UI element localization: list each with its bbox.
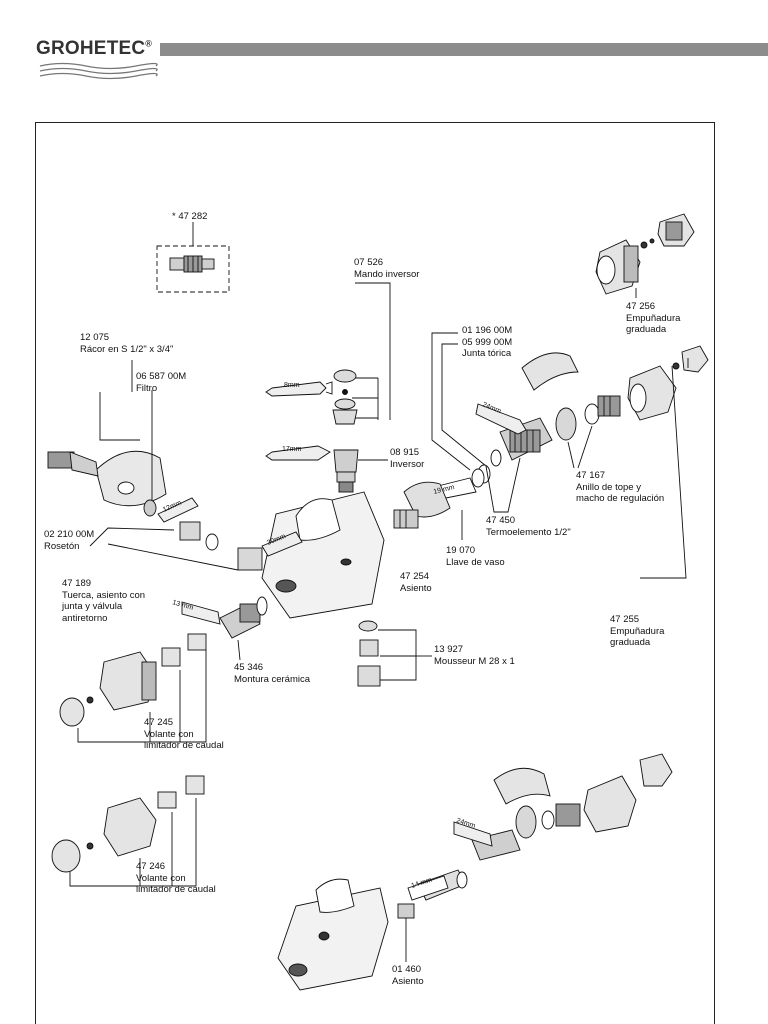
aerator-13927-part	[357, 620, 381, 687]
lower-thermo-group-part	[397, 753, 673, 919]
mixer-body-part	[261, 491, 385, 619]
wrench-30mm-icon	[261, 531, 303, 557]
wrench-12mm-icon	[157, 497, 199, 523]
wrench-label-8mm: 8mm	[284, 382, 300, 389]
wrench-24mm-lower-icon	[453, 821, 493, 847]
handle-47255-part	[627, 345, 709, 421]
wrench-label-17mm: 17mm	[282, 446, 302, 453]
s-union-12075-part	[47, 451, 99, 477]
cap-upper-dome-part	[521, 352, 579, 391]
escutcheon-part	[95, 450, 167, 507]
handle-47245-part	[59, 633, 207, 727]
diverter-knob-part	[332, 369, 358, 425]
logo-wave-icon	[39, 62, 158, 80]
tube-key-19070-part	[393, 481, 451, 529]
header-bar	[160, 43, 768, 56]
wrench-13mm-icon	[181, 601, 221, 625]
diverter-08915-part	[333, 449, 359, 493]
mixer-body-lower-part	[277, 878, 389, 991]
wrench-24mm-upper-icon	[475, 403, 527, 435]
wrench-17mm-icon	[265, 445, 331, 461]
wrench-14mm-icon	[407, 875, 449, 901]
handle-47256-part	[595, 213, 695, 295]
diagram-frame	[35, 122, 715, 1024]
logo-registered-mark: ®	[145, 38, 153, 49]
stop-ring-47167-part	[555, 395, 621, 441]
nut-47189-part	[179, 521, 263, 571]
logo-prefix: GROHE	[36, 38, 107, 59]
handle-47246-part	[51, 775, 205, 873]
wrench-8mm-icon	[265, 381, 333, 397]
logo-suffix: TEC	[106, 38, 146, 59]
cartridge-47282-part	[169, 255, 215, 273]
callout-47282: * 47 282	[172, 211, 208, 222]
grohetec-logo: GROHETEC®	[36, 38, 160, 82]
ceramic-cartridge-45346-part	[219, 596, 268, 639]
